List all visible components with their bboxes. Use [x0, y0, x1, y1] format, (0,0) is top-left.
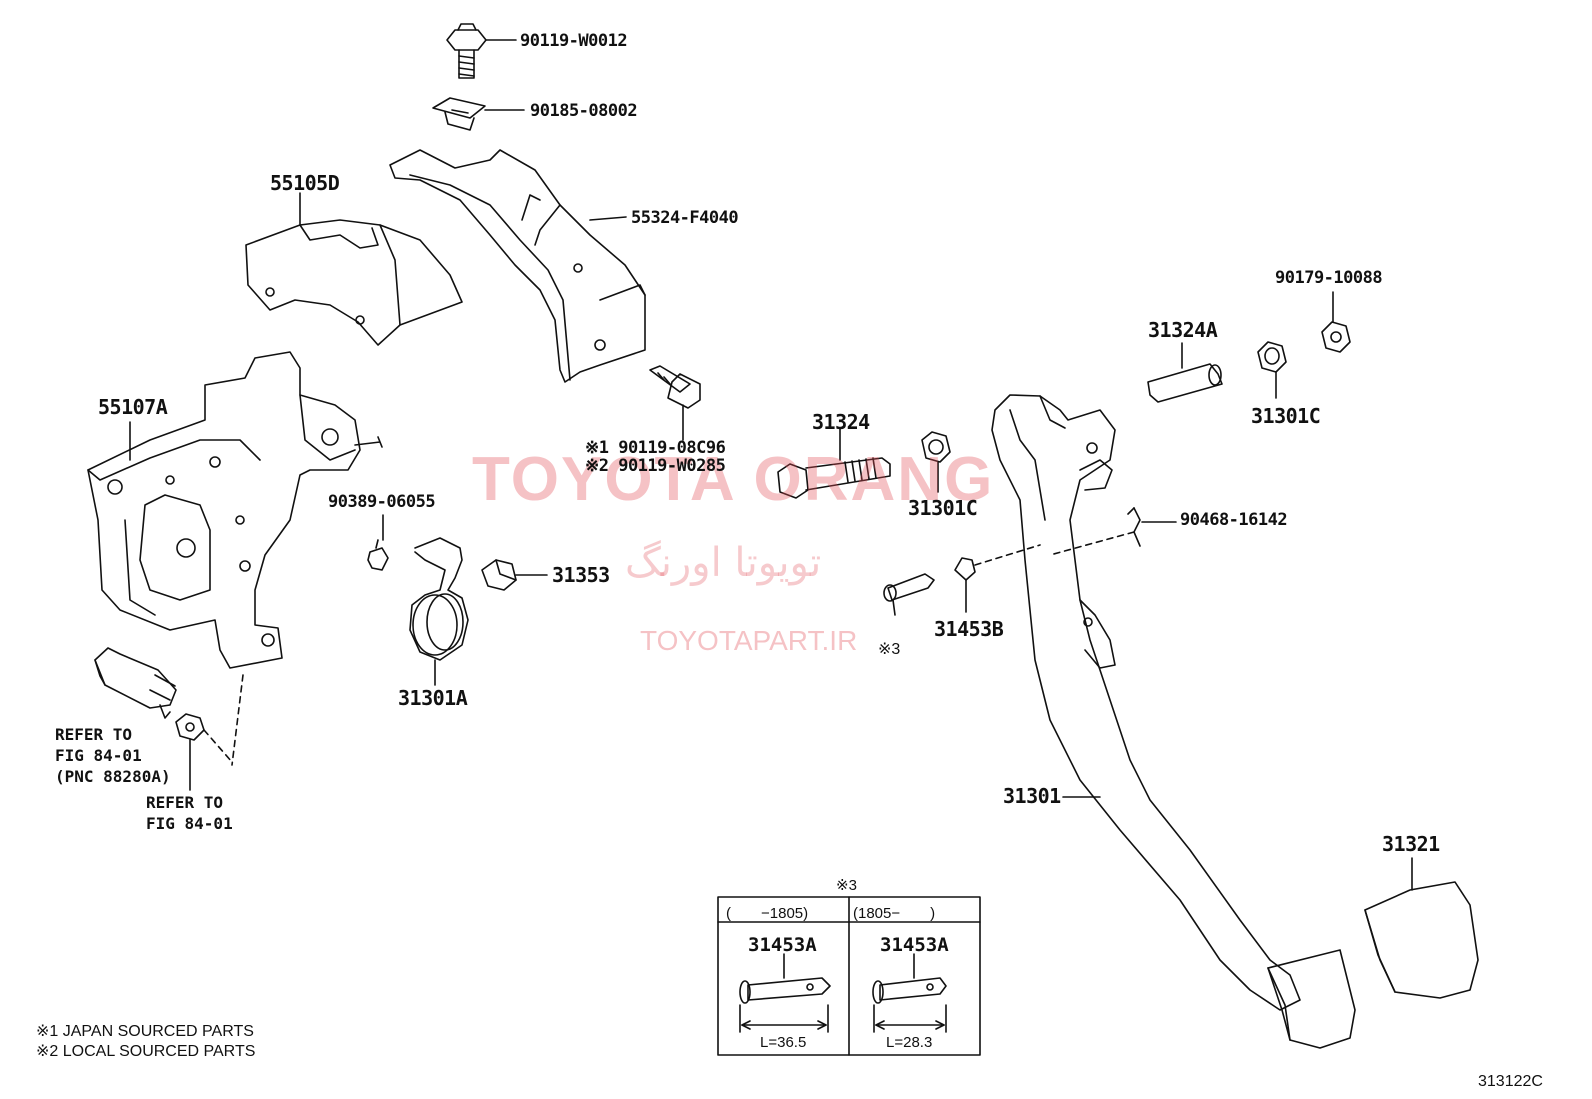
watermark-persian: تویوتا اورنگ [625, 540, 822, 586]
dimension-table [717, 896, 981, 1056]
label-31301a: 31301A [398, 686, 468, 710]
label-31321: 31321 [1382, 832, 1440, 856]
table-col1-header: ( −1805) [726, 905, 809, 922]
nut-refer [175, 713, 233, 791]
label-55107a: 55107A [98, 395, 168, 419]
bolt-90119-08c96 [649, 365, 701, 441]
pedal-support-55107a [87, 351, 383, 766]
label-31301c-mid: 31301C [908, 496, 978, 520]
table-mark: ※3 [836, 877, 857, 894]
refer-line: FIG 84-01 [146, 813, 233, 833]
table-col2-header: (1805− ) [853, 905, 936, 922]
washer-90185-08002 [432, 97, 525, 131]
refer-line: REFER TO [55, 725, 133, 744]
bushing-31353 [481, 559, 548, 591]
label-90389-06055: 90389-06055 [328, 492, 436, 512]
label-31301: 31301 [1003, 784, 1061, 808]
clip-90389-06055 [367, 514, 389, 571]
label-note-3: ※3 [878, 641, 901, 658]
diagram-id: 313122C [1478, 1073, 1543, 1090]
table-col1-length: L=36.5 [760, 1034, 807, 1051]
nut-90179-10088 [1321, 291, 1351, 353]
label-90179-10088: 90179-10088 [1275, 268, 1383, 288]
refer-note-switch: REFER TO FIG 84-01 (PNC 88280A) [55, 725, 171, 787]
label-55105d: 55105D [270, 171, 340, 195]
pin-31453b [883, 544, 1041, 616]
label-31353: 31353 [552, 563, 610, 587]
refer-line: (PNC 88280A) [55, 766, 171, 786]
label-31324a: 31324A [1148, 318, 1218, 342]
stop-switch [94, 647, 177, 719]
label-90468-16142: 90468-16142 [1180, 510, 1288, 530]
label-90119-08c96: ※1 90119-08C96 [585, 438, 726, 458]
footnote-local: ※2 LOCAL SOURCED PARTS [36, 1043, 256, 1060]
label-31453b: 31453B [934, 617, 1004, 641]
label-90119-w0012: 90119-W0012 [520, 31, 628, 51]
watermark-site: TOYOTAPART.IR [640, 625, 858, 656]
bracket-55324-f4040 [389, 149, 646, 383]
label-90185-08002: 90185-08002 [530, 101, 638, 121]
label-90119-w0285: ※2 90119-W0285 [585, 456, 726, 476]
bushing-31301c-right [1257, 341, 1287, 399]
label-55324-f4040: 55324-F4040 [631, 208, 739, 228]
collar-31324a [1147, 342, 1223, 403]
label-31324: 31324 [812, 410, 870, 434]
bolt-31324 [777, 427, 891, 499]
table-col1-part: 31453A [748, 934, 817, 956]
footnote-japan: ※1 JAPAN SOURCED PARTS [36, 1023, 254, 1040]
pedal-pad-31321 [1364, 857, 1479, 999]
bushing-31301c-mid [921, 431, 951, 493]
refer-line: REFER TO [146, 793, 224, 812]
table-col2-part: 31453A [880, 934, 949, 956]
clip-90468-16142 [1049, 507, 1177, 556]
pedal-arm-31301 [991, 394, 1356, 1049]
label-31301c-right: 31301C [1251, 404, 1321, 428]
cover-55105d [245, 192, 463, 346]
refer-note-nut: REFER TO FIG 84-01 [146, 793, 233, 835]
watermark-brand: TOYOTA ORANG [472, 445, 995, 514]
table-col2-length: L=28.3 [886, 1034, 933, 1051]
refer-line: FIG 84-01 [55, 745, 142, 765]
spring-31301a [409, 537, 469, 686]
bolt-90119-w0012 [446, 23, 517, 79]
